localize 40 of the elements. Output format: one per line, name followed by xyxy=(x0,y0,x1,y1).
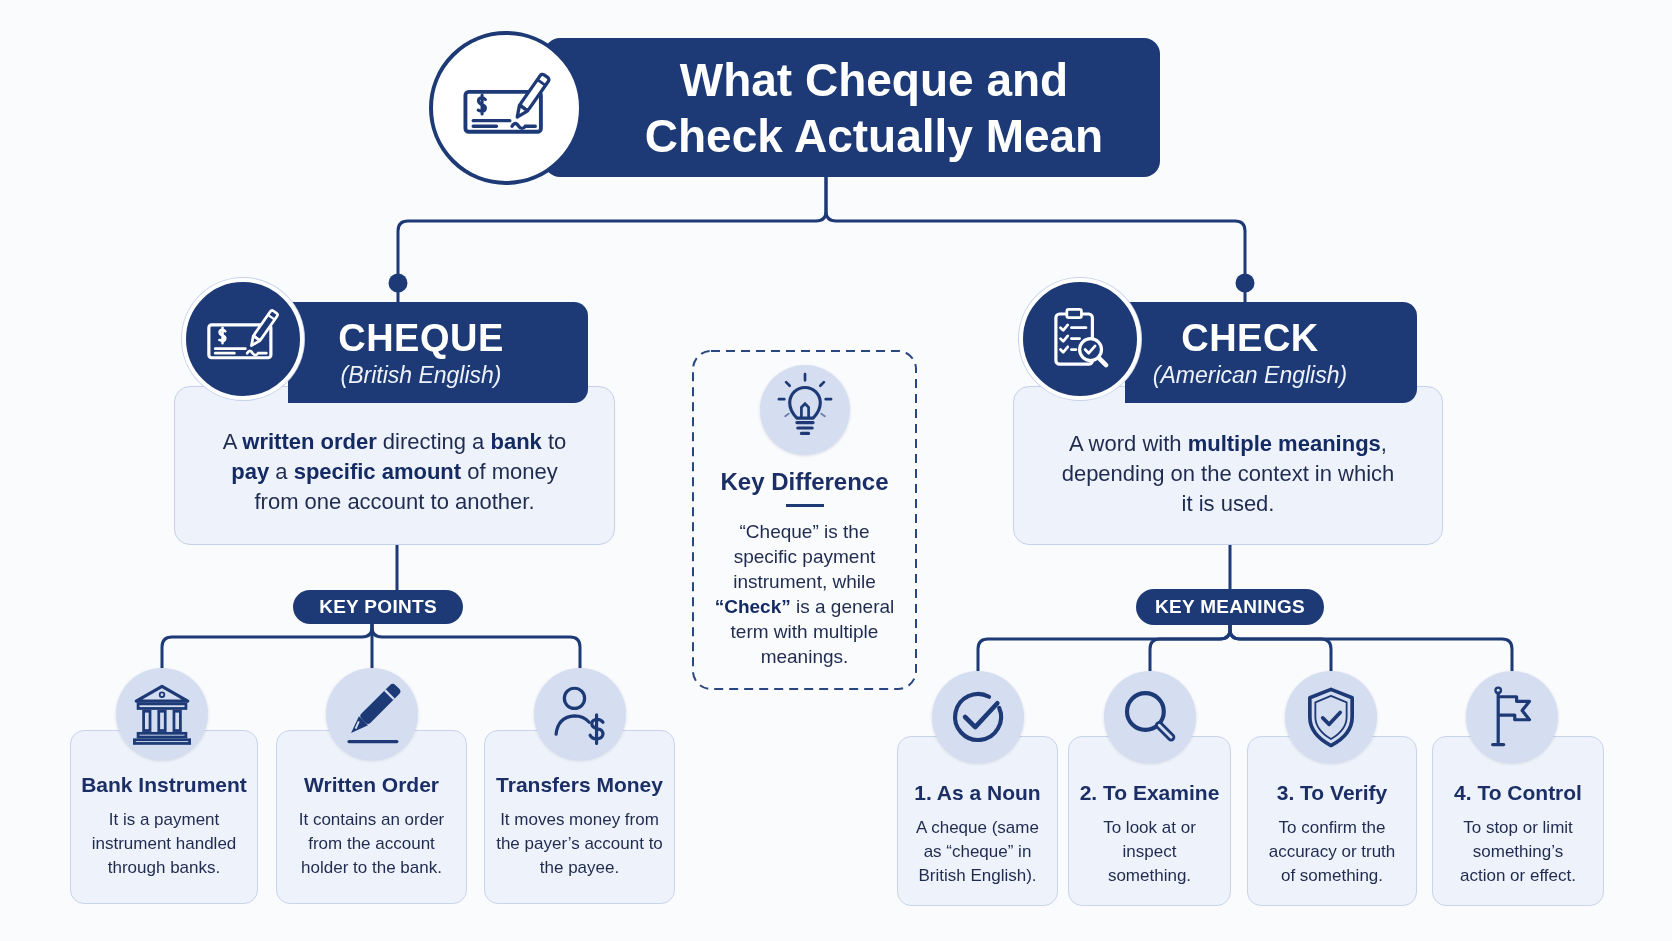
section-pill: KEY POINTS xyxy=(293,590,463,624)
card-text: It is a payment instrument handled through banks. xyxy=(90,809,238,879)
definition-card xyxy=(174,386,615,545)
note-box xyxy=(692,350,917,690)
card-text: To stop or limit something’s action or effect. xyxy=(1459,817,1577,887)
title-text: What Cheque and Check Actually Mean xyxy=(643,52,1105,164)
meaning-card xyxy=(1068,736,1231,906)
note-text: “Cheque” is the specific payment instrument, while “Check” is a general term with multiple meanings. xyxy=(713,520,896,669)
section-pill: KEY MEANINGS xyxy=(1136,589,1324,625)
connector-line xyxy=(824,175,1255,304)
definition-text: A word with multiple meanings, depending on the context in which it is used. xyxy=(1060,430,1396,518)
connector-line xyxy=(1228,543,1232,591)
card-heading: 3. To Verify xyxy=(1276,780,1388,806)
header-title: CHECK xyxy=(1181,315,1319,360)
point-card xyxy=(70,730,258,904)
card-heading: 1. As a Noun xyxy=(914,780,1041,806)
card-heading: Written Order xyxy=(304,772,439,798)
definition-text: A written order directing a bank to pay a specific amount of money from one account to another. xyxy=(221,428,568,516)
definition-card xyxy=(1013,386,1443,545)
connector-line xyxy=(370,622,582,670)
note-heading: Key Difference xyxy=(720,467,889,497)
connector-line xyxy=(1228,623,1514,673)
meaning-card xyxy=(897,736,1058,906)
card-text: It moves money from the payer’s account to the payee. xyxy=(495,809,664,879)
card-heading: Bank Instrument xyxy=(81,772,247,798)
meaning-card xyxy=(1432,736,1604,906)
card-text: It contains an order from the account holder to the bank. xyxy=(297,809,446,879)
point-card xyxy=(276,730,467,904)
card-heading: Transfers Money xyxy=(496,772,663,798)
card-text: A cheque (same as “cheque” in British English). xyxy=(915,817,1040,887)
card-text: To confirm the accuracy or truth of something. xyxy=(1267,817,1397,887)
header-subtitle: (British English) xyxy=(340,360,502,390)
card-text: To look at or inspect something. xyxy=(1102,817,1197,887)
point-card xyxy=(484,730,675,904)
header-subtitle: (American English) xyxy=(1152,360,1348,390)
card-heading: 4. To Control xyxy=(1454,780,1582,806)
meaning-card xyxy=(1247,736,1417,906)
header-title: CHEQUE xyxy=(338,315,504,360)
card-heading: 2. To Examine xyxy=(1079,780,1220,806)
connector-line xyxy=(395,543,399,592)
